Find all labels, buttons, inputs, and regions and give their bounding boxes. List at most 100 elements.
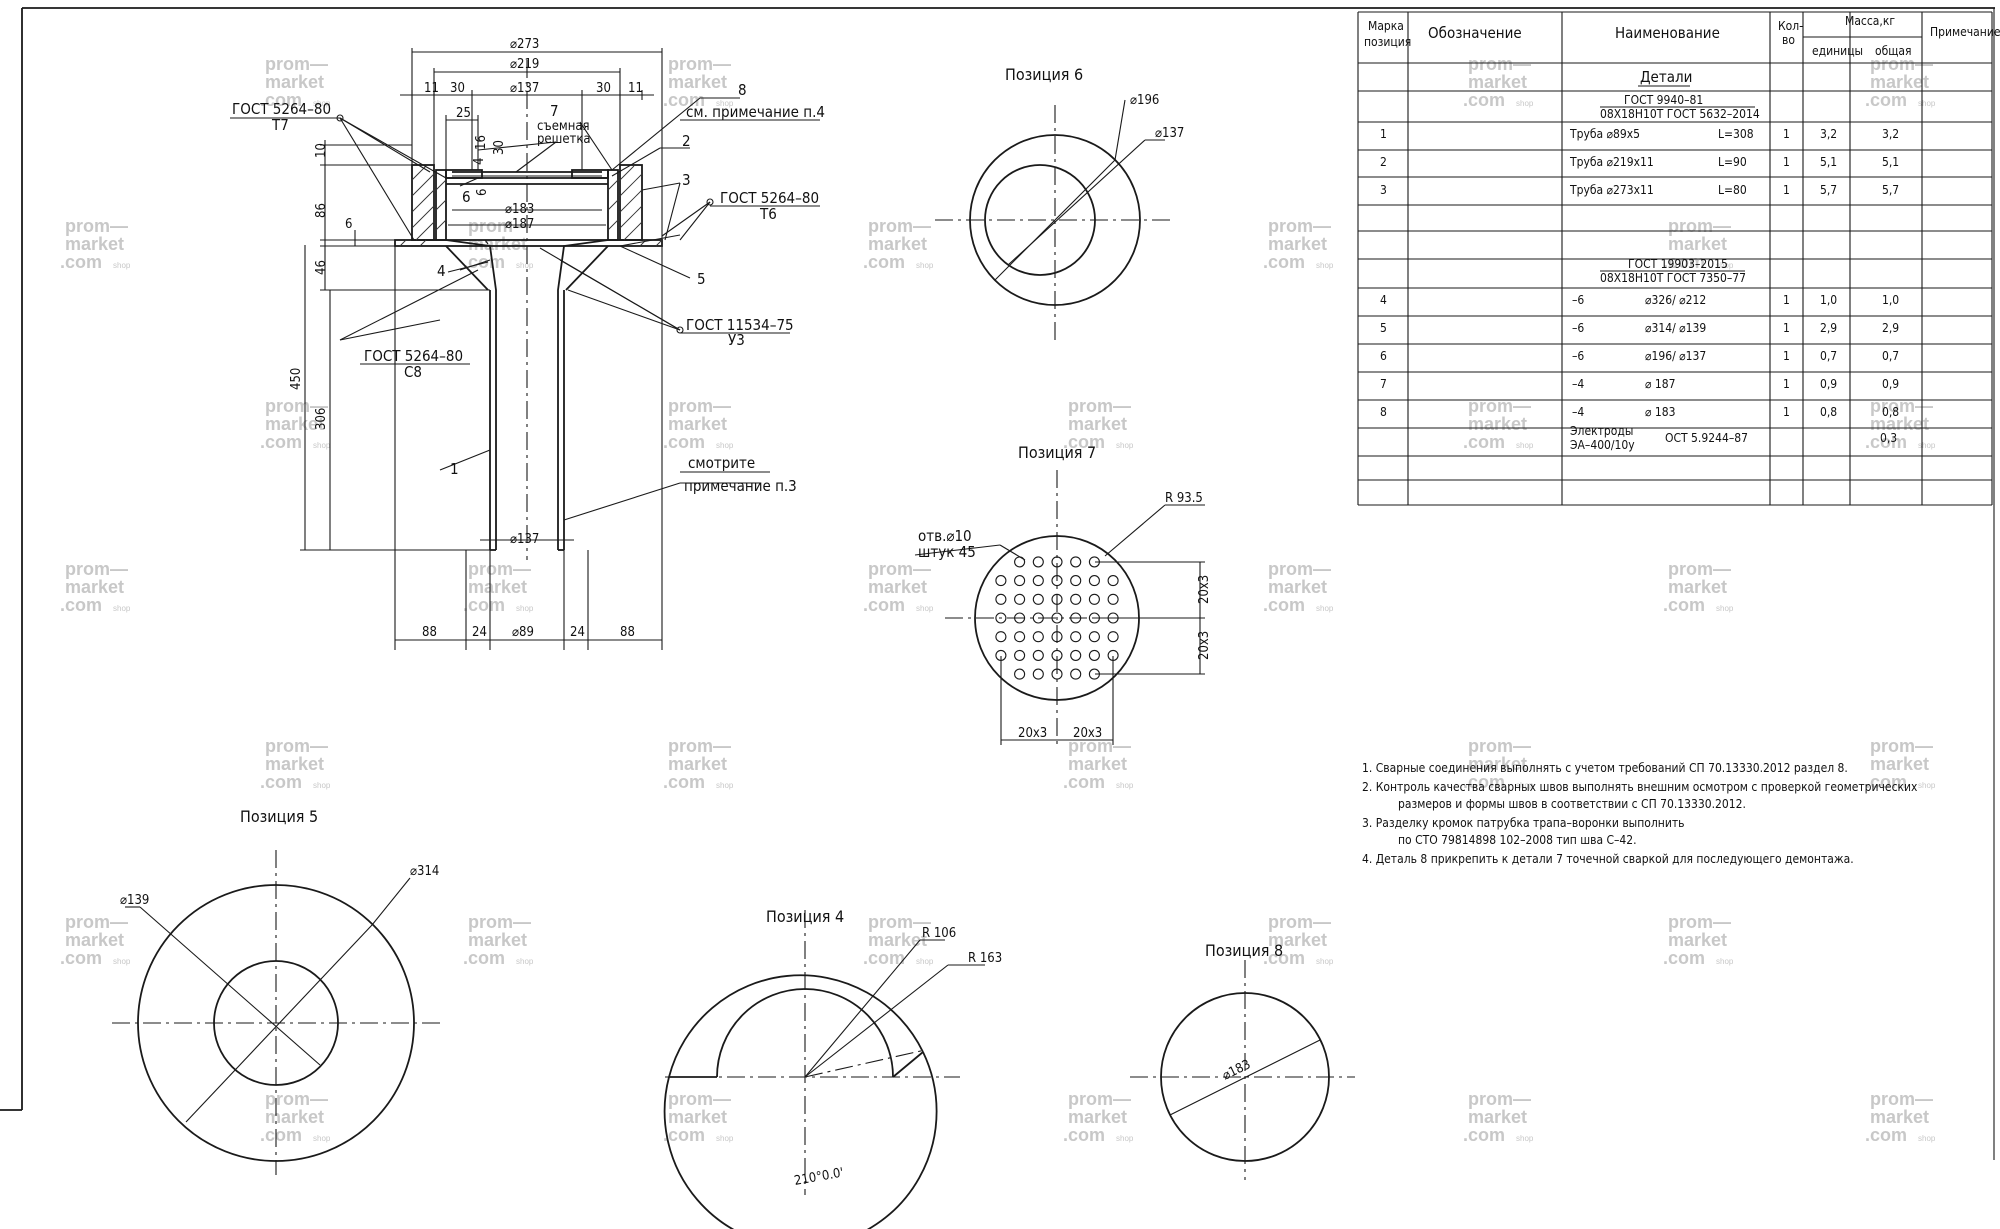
svg-text:.com: .com <box>1463 772 1505 792</box>
hole <box>1014 631 1026 643</box>
svg-text:prom—: prom— <box>65 559 128 579</box>
position-6-view: Позиция 6 ⌀196 ⌀137 <box>935 65 1184 340</box>
svg-text:.com: .com <box>463 948 505 968</box>
cell-mass-unit: 0,9 <box>1820 377 1837 391</box>
svg-text:shop: shop <box>313 781 331 790</box>
pos4-r163: R 163 <box>968 951 1002 966</box>
svg-text:.com: .com <box>463 595 505 615</box>
cell-size: ⌀ 183 <box>1645 405 1676 419</box>
flange-plate-4 <box>394 239 663 247</box>
cell-mark: 5 <box>1380 321 1387 335</box>
svg-text:shop: shop <box>1918 99 1936 108</box>
cell-name: –6 <box>1572 321 1584 335</box>
gost-t6-label: ГОСТ 5264–80 <box>720 189 819 207</box>
cell-mass-total: 0,8 <box>1882 405 1899 419</box>
svg-text:prom—: prom— <box>1870 54 1933 74</box>
cell-mass-total: 0,7 <box>1882 349 1899 363</box>
svg-text:shop: shop <box>716 441 734 450</box>
hole <box>1051 631 1063 643</box>
pos5-title: Позиция 5 <box>240 807 318 826</box>
svg-text:shop: shop <box>916 604 934 613</box>
svg-text:market: market <box>1068 754 1127 774</box>
svg-text:market: market <box>1468 414 1527 434</box>
th-designation: Обозначение <box>1428 24 1522 42</box>
svg-text:market: market <box>1268 930 1327 950</box>
pos4-outer-arc <box>663 1051 938 1229</box>
dim-6: 6 <box>345 217 352 232</box>
hole <box>1051 612 1063 624</box>
hole <box>995 612 1007 624</box>
dim-d183: ⌀183 <box>505 202 534 217</box>
svg-text:market: market <box>265 754 324 774</box>
pos6-title: Позиция 6 <box>1005 65 1083 84</box>
pos7-dim-v1: 20x3 <box>1197 575 1212 604</box>
position-7-view: Позиция 7 R 93.5 отв.⌀10 штук 45 20x3 20… <box>914 443 1212 745</box>
svg-text:.com: .com <box>1263 595 1305 615</box>
pos7-holes-count: штук 45 <box>918 543 976 561</box>
svg-text:.com: .com <box>863 252 905 272</box>
position-5-view: Позиция 5 ⌀139 ⌀314 <box>112 807 440 1175</box>
hole <box>1014 575 1026 587</box>
svg-text:shop: shop <box>916 261 934 270</box>
svg-text:shop: shop <box>1516 781 1534 790</box>
svg-text:.com: .com <box>663 90 705 110</box>
svg-text:prom—: prom— <box>868 216 931 236</box>
svg-text:prom—: prom— <box>468 912 531 932</box>
table-electrodes: Электроды <box>1570 424 1633 438</box>
svg-text:market: market <box>265 72 324 92</box>
cell-qty: 1 <box>1783 155 1790 169</box>
svg-text:shop: shop <box>1918 1134 1936 1143</box>
svg-text:prom—: prom— <box>65 912 128 932</box>
pos5-outer-circle <box>137 884 415 1162</box>
cell-mark: 6 <box>1380 349 1387 363</box>
svg-text:market: market <box>65 577 124 597</box>
note-3: 3. Разделку кромок патрубка трапа–воронк… <box>1362 816 1685 830</box>
cell-size: ⌀314/ ⌀139 <box>1645 321 1706 335</box>
specification-table: Марка позиция Обозначение Наименование К… <box>1357 11 2000 506</box>
gost-u3-label: ГОСТ 11534–75 <box>686 316 794 334</box>
see-note-4: см. примечание п.4 <box>686 103 825 121</box>
dim-30-vert: 30 <box>492 140 507 155</box>
svg-text:market: market <box>265 1107 324 1127</box>
cell-mass-total: 3,2 <box>1882 127 1899 141</box>
svg-text:market: market <box>468 234 527 254</box>
callout-2: 2 <box>682 132 691 150</box>
svg-text:market: market <box>868 577 927 597</box>
svg-text:market: market <box>1870 72 1929 92</box>
svg-text:.com: .com <box>1663 595 1705 615</box>
svg-text:shop: shop <box>716 781 734 790</box>
cell-size: ⌀ 187 <box>1645 377 1676 391</box>
pos6-outer-circle <box>969 134 1141 306</box>
cell-qty: 1 <box>1783 127 1790 141</box>
cell-mark: 2 <box>1380 155 1387 169</box>
svg-text:market: market <box>1870 754 1929 774</box>
svg-text:shop: shop <box>916 957 934 966</box>
svg-text:.com: .com <box>260 90 302 110</box>
hole <box>1070 556 1082 568</box>
dim-d137-top: ⌀137 <box>510 81 539 96</box>
svg-text:prom—: prom— <box>1668 912 1731 932</box>
gost-c8-label: ГОСТ 5264–80 <box>364 347 463 365</box>
dim-88-right: 88 <box>620 625 635 640</box>
dim-11-right: 11 <box>628 81 643 96</box>
svg-text:shop: shop <box>1716 604 1734 613</box>
svg-text:.com: .com <box>1463 1125 1505 1145</box>
gost-t7-type: Т7 <box>271 116 289 134</box>
svg-text:prom—: prom— <box>1468 396 1531 416</box>
cell-mass-unit: 3,2 <box>1820 127 1837 141</box>
svg-text:prom—: prom— <box>1870 736 1933 756</box>
pos7-dim-h2: 20x3 <box>1073 726 1102 741</box>
hole <box>1107 593 1119 605</box>
hole <box>1107 575 1119 587</box>
svg-text:shop: shop <box>1116 441 1134 450</box>
